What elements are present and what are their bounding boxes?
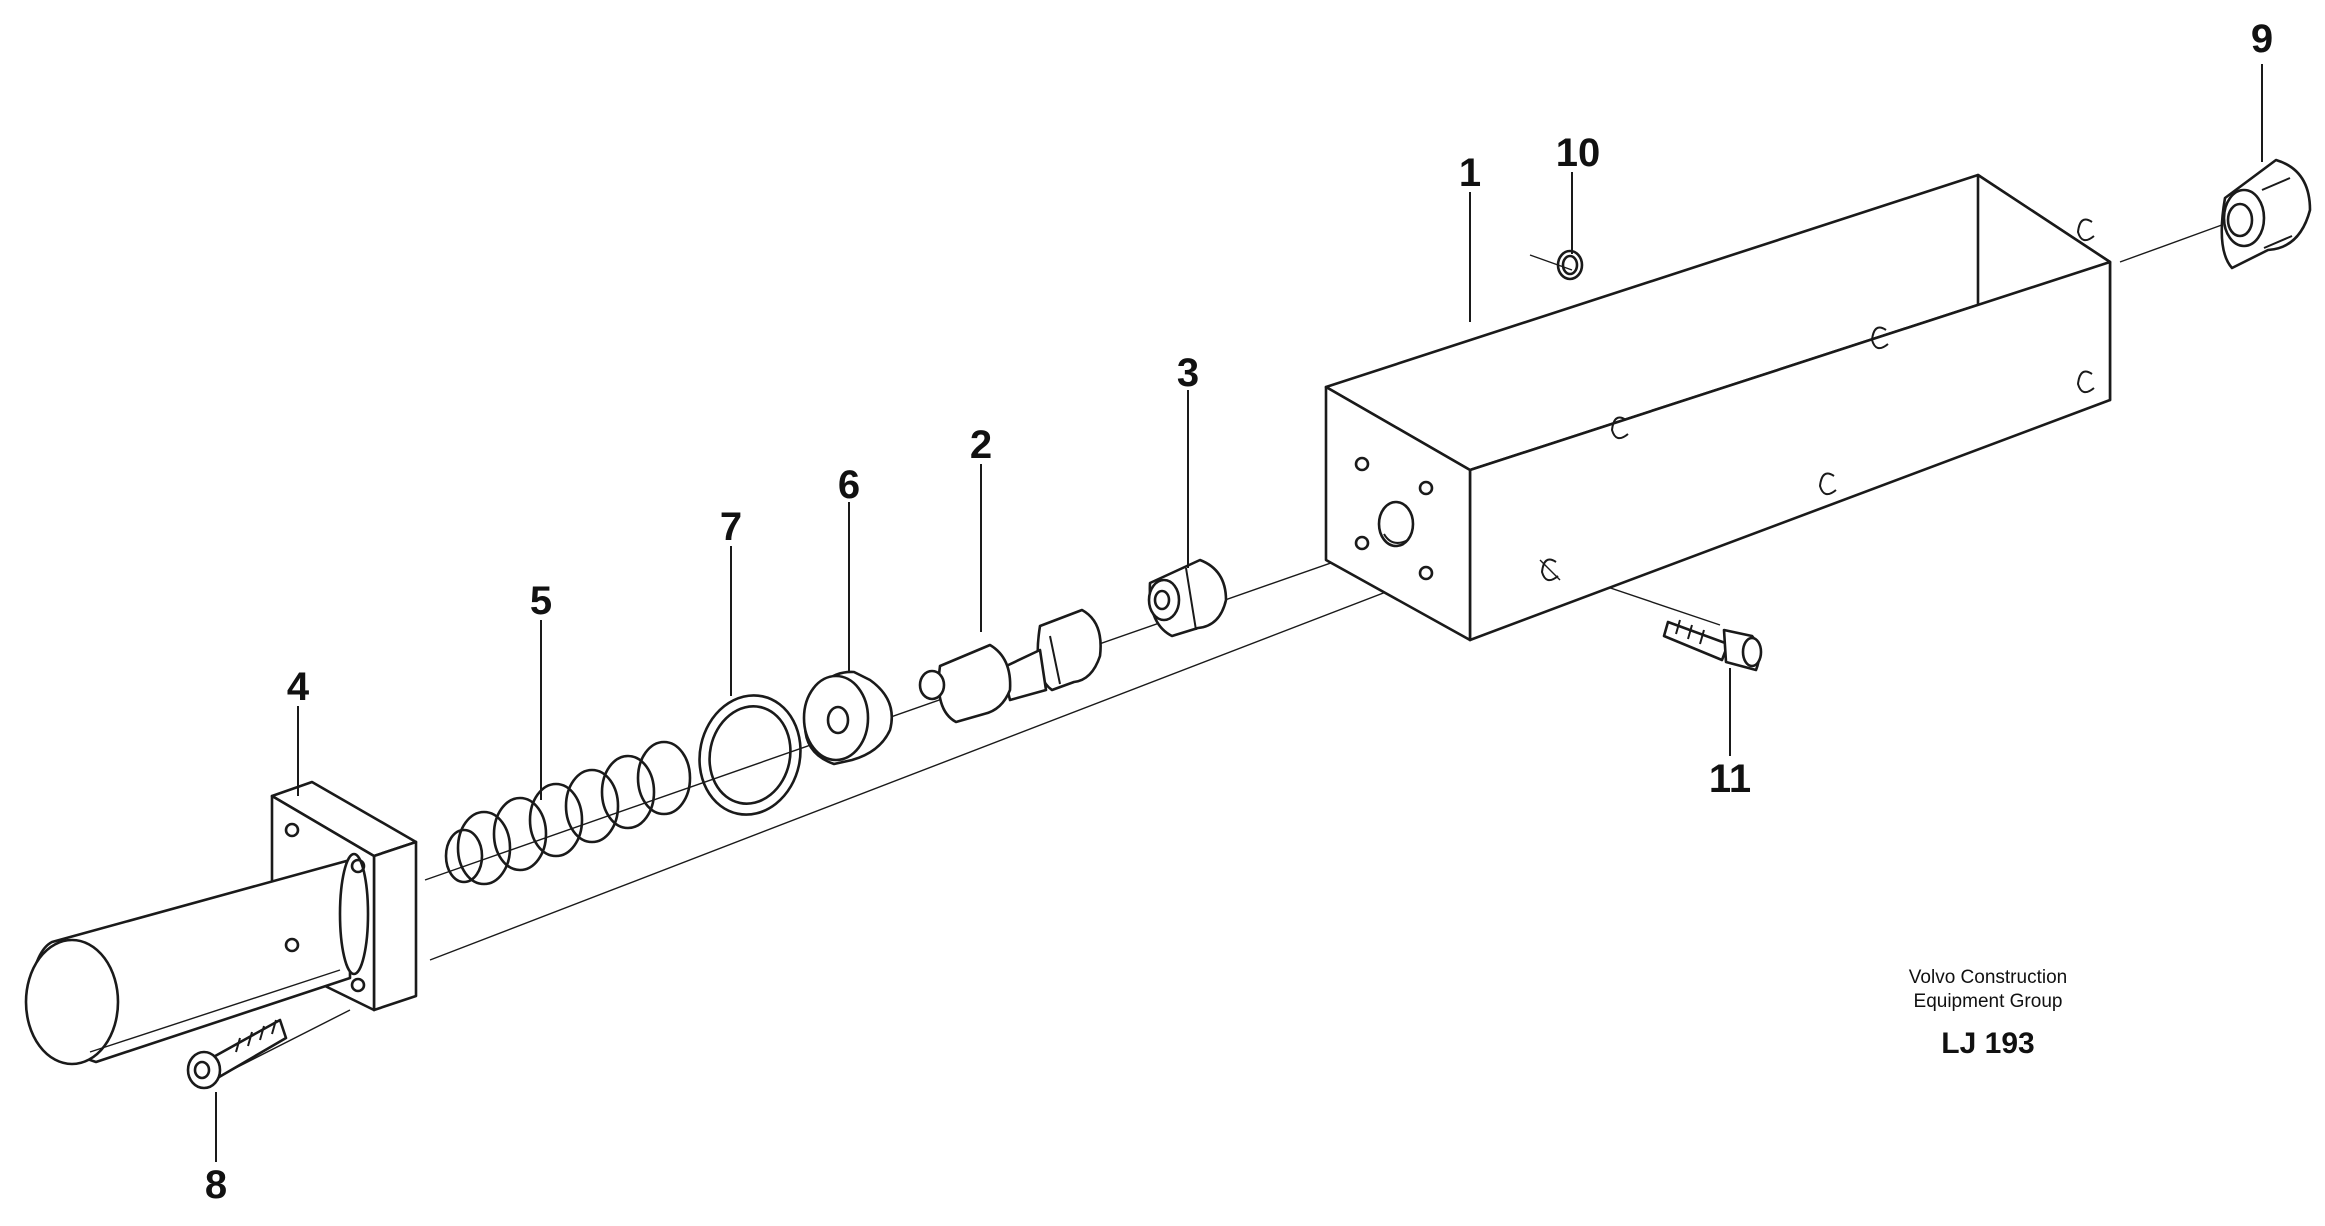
callout-9: 9 [2251,17,2273,61]
part-4-cover [24,780,418,1066]
part-7-o-ring [698,694,802,816]
credit-line-2: Equipment Group [1914,991,2063,1012]
callout-6: 6 [838,463,860,507]
callout-7: 7 [720,505,742,549]
callout-5: 5 [530,579,552,623]
part-2-valve-piston [918,608,1102,724]
part-8-cap-screw [186,1018,288,1090]
callout-4: 4 [287,665,310,709]
callout-10: 10 [1556,131,1601,175]
part-6-washer [802,670,894,766]
credit-block: Volvo Construction Equipment Group LJ 19… [1909,967,2067,1060]
credit-line-1: Volvo Construction [1909,967,2067,988]
part-10-o-ring [1556,249,1584,281]
part-11-cap-screw [1662,619,1763,672]
part-3-valve-seat [1147,558,1228,638]
callout-3: 3 [1177,351,1199,395]
callout-11: 11 [1709,757,1751,801]
callout-8: 8 [205,1163,227,1207]
drawing-code: LJ 193 [1941,1027,2034,1060]
part-1-valve-housing [1324,173,2112,642]
callout-labels: 1 2 3 4 5 6 7 8 9 10 11 [205,17,2273,1207]
callout-2: 2 [970,423,992,467]
part-5-spring [444,740,692,886]
callout-1: 1 [1459,151,1481,195]
part-9-plug [2220,158,2312,270]
leader-lines [215,64,2263,1162]
